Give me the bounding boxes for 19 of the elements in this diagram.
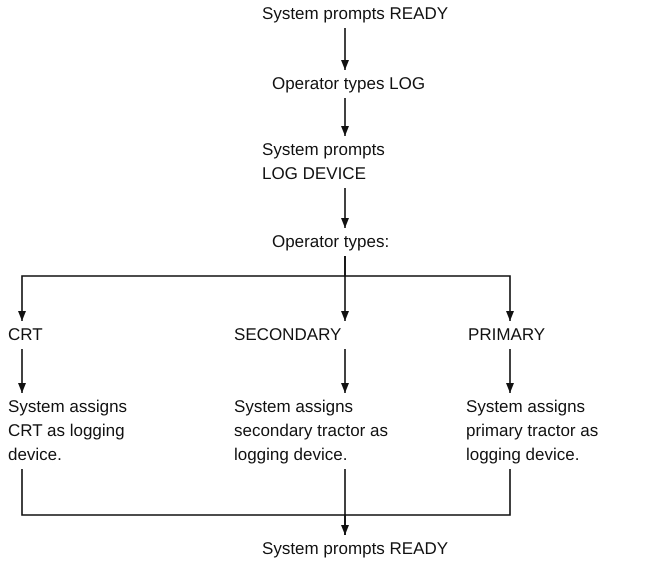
- flow-step-text: System assigns primary tractor as logging device.: [466, 395, 636, 467]
- arrow: [341, 98, 349, 136]
- flow-step-text: System assigns CRT as logging device.: [8, 395, 148, 467]
- flow-step-text: System prompts LOG DEVICE: [262, 138, 402, 186]
- arrow: [341, 188, 349, 228]
- flow-step-text: SECONDARY: [234, 323, 354, 347]
- flow-step-text: CRT: [8, 323, 68, 347]
- arrow: [341, 349, 349, 393]
- flow-step-text: System assigns secondary tractor as logging device.: [234, 395, 394, 467]
- flow-step-text: System prompts READY: [262, 2, 462, 26]
- arrow: [506, 349, 514, 393]
- arrow: [344, 256, 514, 321]
- arrow: [341, 28, 349, 70]
- flow-step-text: Operator types:: [272, 230, 422, 254]
- flow-step-text: Operator types LOG: [272, 72, 462, 96]
- arrow: [18, 349, 26, 393]
- flow-step-text: PRIMARY: [468, 323, 568, 347]
- flow-step-text: System prompts READY: [262, 537, 462, 561]
- arrow: [341, 469, 349, 535]
